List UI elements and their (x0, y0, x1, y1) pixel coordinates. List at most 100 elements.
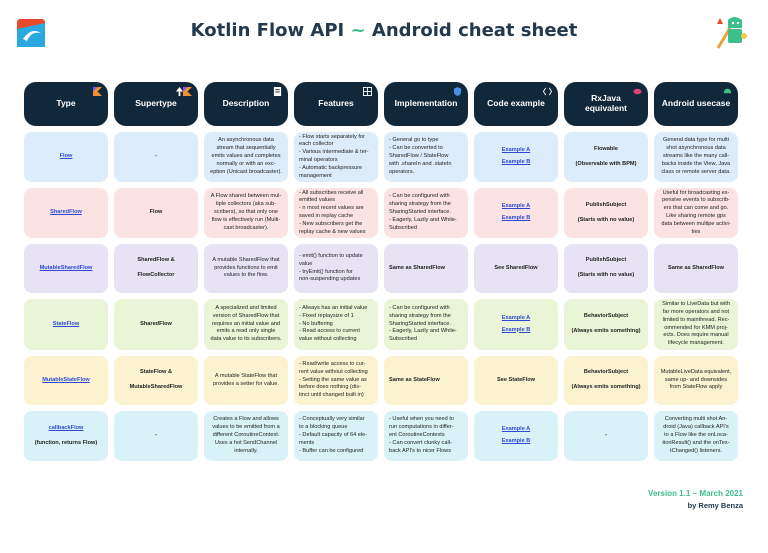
implementation-cell: - General go to type- Can be converted t… (384, 132, 468, 182)
cell-text: Similar to LiveData but with (662, 301, 730, 308)
cell-text: A mutable SharedFlow that (212, 256, 280, 263)
code-example-link[interactable]: Example B (501, 215, 531, 221)
type-link[interactable]: callbackFlow (48, 424, 84, 431)
type-cell: StateFlow (24, 299, 108, 350)
cell-text: eption (Unicast broadcaster). (210, 168, 282, 175)
cell-text: streams like the many call- (662, 153, 730, 160)
page-title: Kotlin Flow API ~ Android cheat sheet (190, 20, 578, 41)
cell-text: - Buffer can be configured (299, 447, 364, 454)
features-cell: - Read/write access to cur-rent value wi… (294, 356, 378, 405)
document-icon (273, 87, 282, 96)
version-label: Version 1.1 ~ March 2021 (648, 489, 743, 498)
cell-text: (Starts with no value) (577, 216, 635, 223)
cell-text: values to the flow. (223, 272, 269, 279)
type-link[interactable]: SharedFlow (50, 209, 82, 216)
type-link[interactable]: MutableStateFlow (42, 376, 90, 383)
cell-text: - Can be converted to (389, 145, 443, 152)
type-link[interactable]: StateFlow (52, 320, 80, 327)
header-android-usecase: Android usecase (654, 82, 738, 126)
cell-text: cast broadcaster). (223, 224, 269, 231)
cell-text: (function, returns Flow) (34, 439, 98, 446)
type-link[interactable]: MutableSharedFlow (39, 264, 93, 271)
cell-text: operators. (389, 168, 415, 175)
cell-text: internally. (234, 447, 258, 454)
code-example-link[interactable]: Example B (501, 159, 531, 165)
cell-text: value without collecting (299, 336, 357, 343)
cell-text: from StateFlow apply (669, 384, 723, 391)
cell-text: Same as SharedFlow (389, 264, 445, 271)
supertype-cell: - (114, 132, 198, 182)
android-mascot-art (716, 17, 747, 49)
cell-text: (Always emits something) (571, 328, 641, 334)
supertype-cell: Flow (114, 188, 198, 238)
header-supertype: Supertype (114, 82, 198, 126)
cell-text: non-suspending updates (299, 276, 361, 283)
cell-text: - All subscribes receive all (299, 189, 364, 196)
cell-text: - Can be configured with (389, 304, 450, 311)
android-icon (723, 88, 732, 94)
cell-text: - Eagerly, Lazily and While- (389, 328, 457, 335)
cell-text: scribers), so that only one (213, 209, 279, 216)
rxjava-cell: PublishSubject(Starts with no value) (564, 244, 648, 293)
cell-text: ects. Does require manual (663, 332, 729, 339)
supertype-cell: SharedFlow &FlowCollector (114, 244, 198, 293)
arrow-up-icon (175, 87, 184, 96)
cell-text: - Useful when you need to (389, 416, 454, 423)
header-description: Description (204, 82, 288, 126)
code-example-link[interactable]: Example A (501, 426, 531, 433)
type-cell: MutableSharedFlow (24, 244, 108, 293)
cell-text: MutableLiveData equivalent, (660, 368, 732, 375)
cell-text: version of SharedFlow that (212, 312, 280, 319)
code-example-link[interactable]: Example B (501, 326, 531, 333)
rxjava-cell: - (564, 411, 648, 461)
code-example-cell: Example A Example B (474, 411, 558, 461)
cell-text: to a blocking queue (299, 424, 348, 431)
cell-text: saved in replay cache (299, 213, 354, 219)
rxjava-cell: Flowable(Observable with BPM) (564, 132, 648, 182)
code-example-cell: See StateFlow (474, 356, 558, 405)
cell-text: MutableSharedFlow (129, 384, 183, 390)
cell-text: - New subscribers get the (299, 220, 363, 227)
cell-text: Like sharing remote gps (666, 213, 726, 219)
features-cell: - Always has an initial value- Fixed rep… (294, 299, 378, 350)
cell-text: lifecycle management. (668, 340, 724, 347)
code-example-link[interactable]: Example A (501, 314, 531, 321)
cell-text: sharing strategy from the (389, 201, 451, 208)
cell-text: emits a read only single (216, 328, 276, 335)
code-example-link[interactable]: Example B (501, 438, 531, 444)
table-header: Type Supertype Description Features Impl… (24, 82, 744, 126)
header-type: Type (24, 82, 108, 126)
cell-text: droid (Java) callback API's (663, 424, 729, 431)
cell-text: Same as StateFlow (389, 376, 440, 383)
type-link[interactable]: Flow (59, 153, 73, 160)
cell-text: each collector (299, 141, 334, 148)
cell-text: - Fixed replaysize of 1 (299, 312, 354, 319)
code-example-link[interactable]: Example A (501, 203, 531, 210)
cell-text: A mutable StateFlow that (214, 372, 278, 379)
cell-text: SharingStarted interface. (389, 320, 451, 327)
cell-text: - (155, 432, 157, 439)
cell-text: (Always emits something) (571, 384, 641, 390)
cell-text: ties (691, 228, 701, 235)
cell-text: emits values and completes (211, 153, 281, 160)
cell-text: management (299, 172, 332, 179)
cell-text: BehaviorSubject (583, 313, 629, 320)
usecase-cell: Converting multi shot An-droid (Java) ca… (654, 411, 738, 461)
cell-text: tinct until changed built in) (299, 392, 364, 399)
cell-text: PublishSubject (585, 257, 627, 264)
cell-text: class or remote server data. (661, 168, 731, 175)
cell-text: Useful for broadcasting ex- (662, 189, 730, 196)
code-example-cell: See SharedFlow (474, 244, 558, 293)
cell-text: emitted values (299, 197, 336, 204)
code-example-link[interactable]: Example A (501, 147, 531, 154)
cell-text: SharedFlow / StateFlow (389, 153, 449, 160)
cell-text: - (605, 432, 607, 439)
cell-text: - Default capacity of 64 ele- (299, 432, 368, 439)
